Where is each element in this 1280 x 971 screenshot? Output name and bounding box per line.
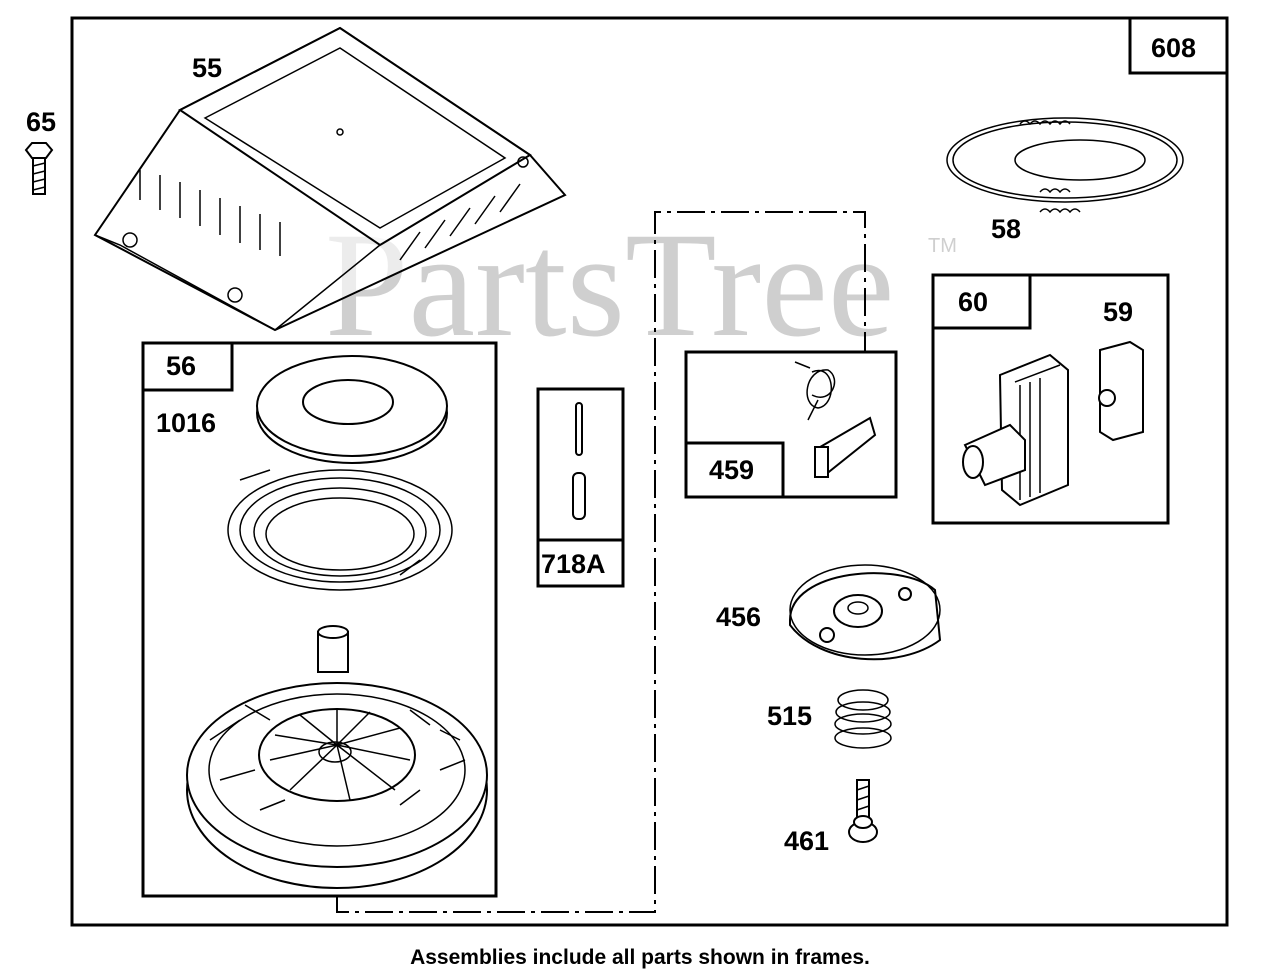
starter-rope-part: [946, 117, 1184, 214]
frame-label-60[interactable]: 60: [958, 287, 988, 317]
spring-part: [834, 689, 892, 749]
frame-60: [931, 273, 1170, 525]
diagram-caption: Assemblies include all parts shown in fr…: [410, 946, 870, 969]
pawl-spring-part: [794, 361, 836, 421]
spring-washer-part: [256, 355, 448, 464]
frame-label-608[interactable]: 608: [1151, 33, 1196, 63]
handle-insert-part: [1098, 340, 1144, 442]
frame-label-718a[interactable]: 718A: [541, 549, 606, 579]
outer-frame: [70, 16, 1229, 927]
watermark-tm: TM: [928, 235, 957, 257]
part-label-58[interactable]: 58: [991, 214, 1021, 244]
frame-56-label-box: [141, 341, 234, 392]
part-label-461[interactable]: 461: [784, 826, 829, 856]
screw-part: [848, 779, 878, 843]
blower-housing-cover-part: [93, 26, 567, 332]
starter-pulley-part: [186, 682, 488, 889]
part-label-1016[interactable]: 1016: [156, 408, 216, 438]
bolt-part: [24, 142, 54, 195]
part-label-59[interactable]: 59: [1103, 297, 1133, 327]
frame-459: [684, 350, 898, 499]
frame-718a-label-box: [536, 538, 625, 588]
frame-459-label-box: [684, 441, 785, 499]
frame-56: [141, 341, 498, 898]
pawl-retainer-part: [789, 564, 942, 661]
part-label-456[interactable]: 456: [716, 602, 761, 632]
pins-part: [572, 402, 586, 520]
frame-60-label-box: [931, 273, 1032, 330]
part-label-515[interactable]: 515: [767, 701, 812, 731]
recoil-spring-part: [227, 469, 453, 591]
part-label-55[interactable]: 55: [192, 53, 222, 83]
frame-label-459[interactable]: 459: [709, 455, 754, 485]
insert-part: [317, 625, 349, 673]
pawl-part: [814, 416, 877, 478]
starter-handle-part: [962, 353, 1069, 507]
outer-frame-label-box: [1128, 16, 1229, 75]
assembly-connector-line: [336, 211, 866, 913]
part-label-65[interactable]: 65: [26, 107, 56, 137]
frame-label-56[interactable]: 56: [166, 351, 196, 381]
